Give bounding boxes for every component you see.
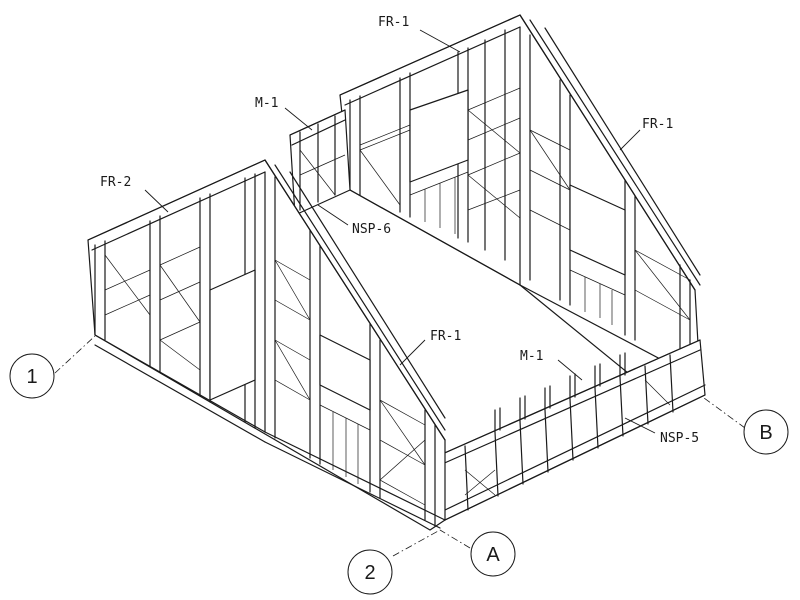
grid-bubble-1: 1 bbox=[9, 353, 55, 399]
front-low-wall bbox=[439, 339, 706, 521]
label-nsp6: NSP-6 bbox=[352, 222, 391, 237]
back-gable-wall bbox=[339, 14, 701, 396]
back-short-wall bbox=[289, 109, 351, 216]
grid-bubble-2-label: 2 bbox=[364, 562, 375, 584]
label-nsp5: NSP-5 bbox=[660, 431, 699, 446]
member-labels: FR-1 FR-1 FR-1 FR-2 M-1 M-1 NSP-6 NSP-5 bbox=[100, 15, 699, 446]
label-fr1-front: FR-1 bbox=[430, 329, 461, 344]
grid-lines bbox=[54, 335, 746, 557]
front-gable-wall bbox=[87, 159, 446, 531]
grid-bubble-b: B bbox=[743, 409, 789, 455]
label-fr1-right: FR-1 bbox=[642, 117, 673, 132]
grid-bubble-b-label: B bbox=[759, 422, 772, 444]
grid-bubble-a-label: A bbox=[486, 544, 500, 566]
leader-lines bbox=[144, 29, 656, 434]
grid-bubble-2: 2 bbox=[347, 549, 393, 595]
label-fr2: FR-2 bbox=[100, 175, 131, 190]
grid-bubble-a: A bbox=[470, 531, 516, 577]
label-fr1-top: FR-1 bbox=[378, 15, 409, 30]
label-m1-front: M-1 bbox=[520, 349, 543, 364]
grid-bubble-1-label: 1 bbox=[26, 366, 37, 388]
label-m1-back: M-1 bbox=[255, 96, 278, 111]
